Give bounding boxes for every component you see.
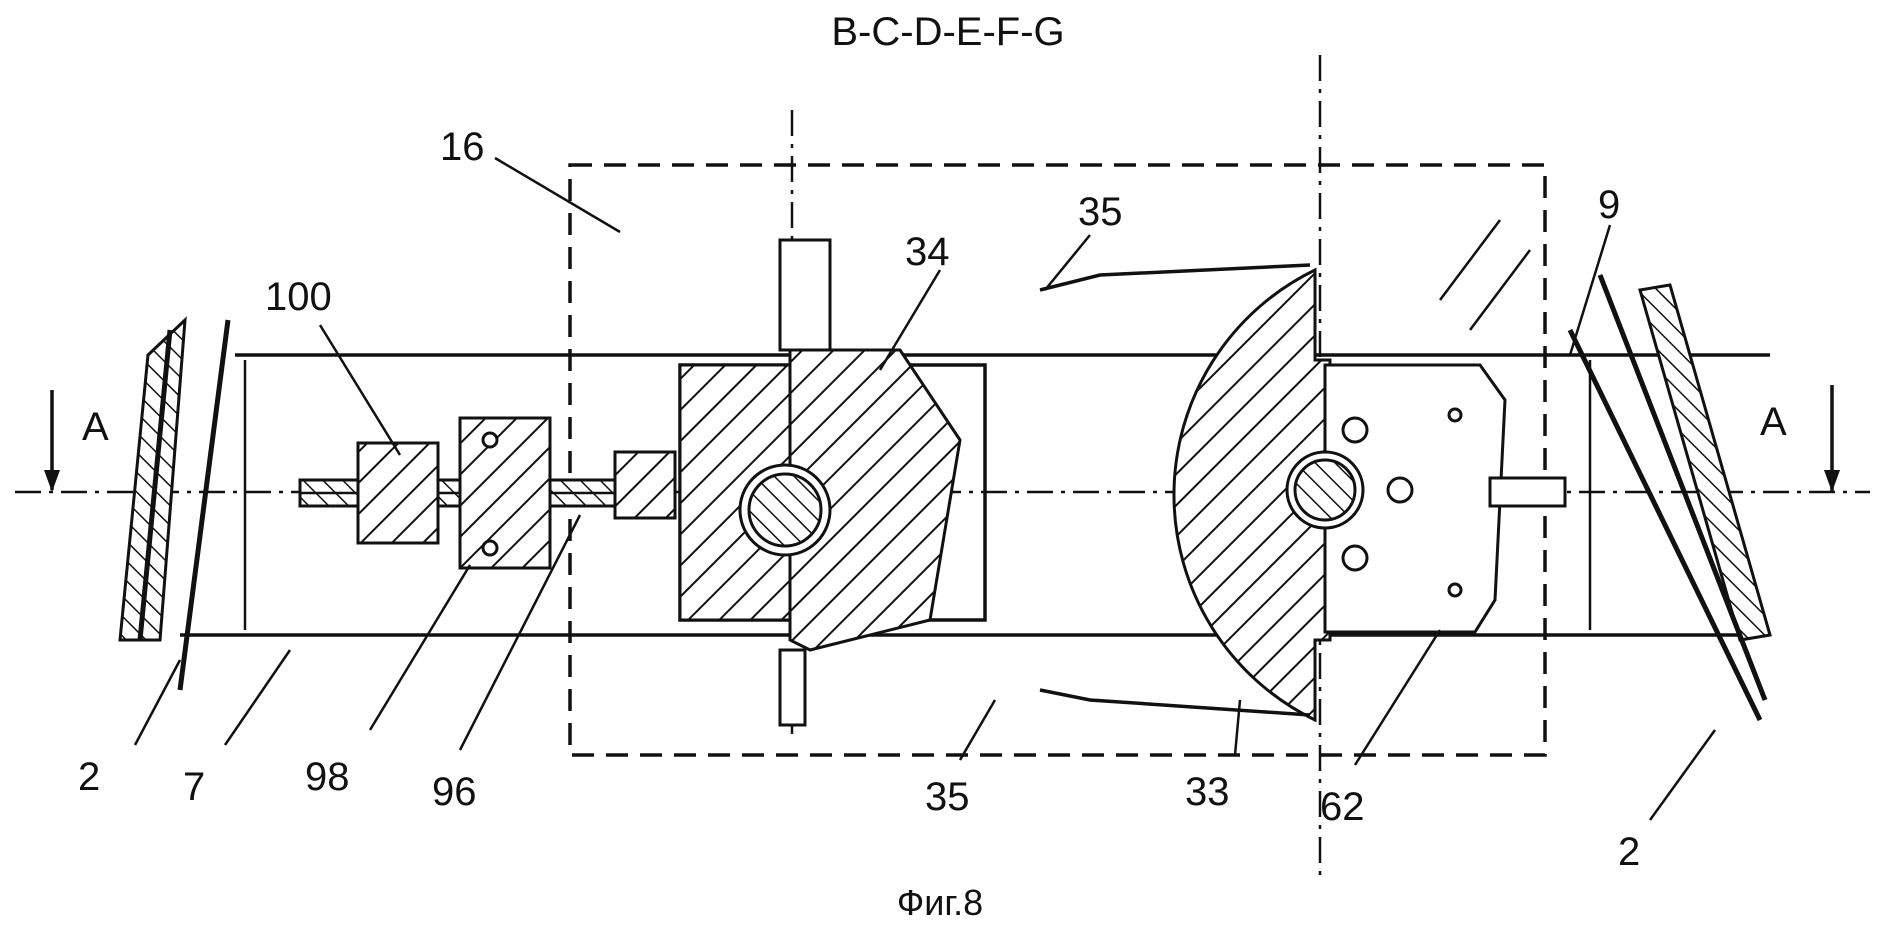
- label-35-top: 35: [1078, 190, 1123, 234]
- rail-right: [1567, 274, 1772, 722]
- upper-right-guide: [1439, 219, 1531, 331]
- housing-outline: [568, 163, 1547, 757]
- section-arrow-right: [1824, 385, 1840, 492]
- section-arrow-left: [44, 390, 60, 492]
- label-2-right: 2: [1618, 830, 1640, 874]
- label-96: 96: [432, 770, 477, 814]
- label-9: 9: [1598, 183, 1620, 227]
- label-2-left: 2: [78, 755, 100, 799]
- label-34: 34: [905, 230, 950, 274]
- coupling-96: [613, 450, 677, 520]
- section-title: B-C-D-E-F-G: [831, 10, 1064, 54]
- nut-100: [356, 441, 440, 545]
- label-16: 16: [440, 125, 485, 169]
- block-98: [458, 416, 552, 570]
- rotor-33: [1039, 263, 1332, 723]
- section-mark-left: A: [82, 405, 109, 449]
- figure-caption: Фиг.8: [897, 882, 983, 923]
- leader-lines: [133, 156, 1717, 821]
- label-35-bottom: 35: [925, 775, 970, 819]
- section-mark-right: A: [1760, 400, 1787, 444]
- rotor-block-34: [678, 238, 987, 727]
- label-62: 62: [1320, 785, 1365, 829]
- rail-left: [118, 316, 231, 691]
- label-100: 100: [265, 275, 332, 319]
- label-7: 7: [183, 765, 205, 809]
- label-98: 98: [305, 755, 350, 799]
- carriage-62: [1285, 363, 1567, 634]
- label-33: 33: [1185, 770, 1230, 814]
